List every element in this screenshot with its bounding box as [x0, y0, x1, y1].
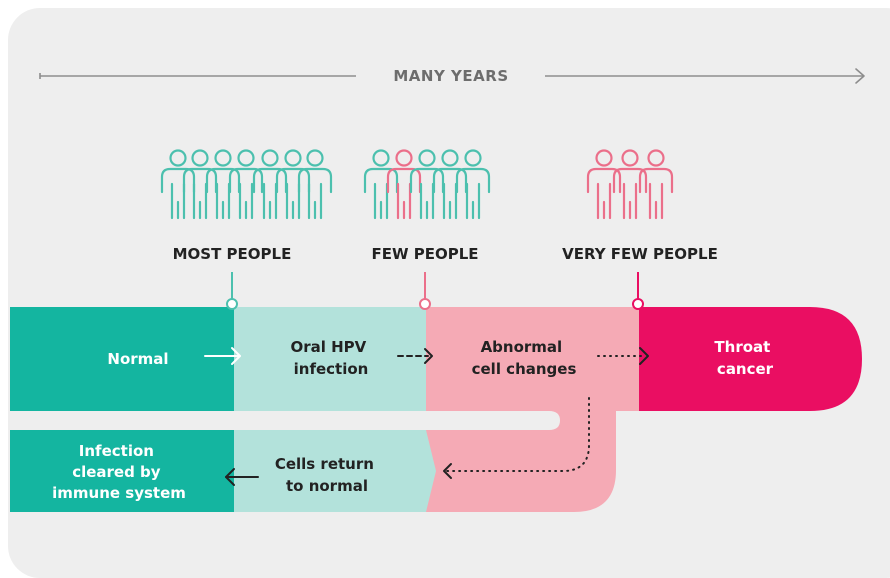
stage-normal-label: Normal — [107, 350, 168, 368]
timeline-label: MANY YEARS — [393, 67, 508, 85]
stage-cancer-line-2: cancer — [717, 360, 774, 378]
return-block-notch — [426, 430, 436, 512]
row-separator — [10, 411, 560, 430]
arrow-left-icon — [225, 468, 259, 486]
dashed-arrow-right-icon — [397, 348, 433, 364]
timeline-arrow-icon — [855, 68, 865, 84]
stage-abnormal-line-2: cell changes — [472, 360, 577, 378]
group-label-few: FEW PEOPLE — [371, 245, 478, 263]
pin-very-few — [632, 272, 644, 310]
group-label-very-few: VERY FEW PEOPLE — [562, 245, 718, 263]
stage-cleared-line-2: cleared by — [72, 463, 161, 481]
stage-cancer-line-1: Throat — [714, 338, 770, 356]
stage-cleared-block — [10, 430, 234, 512]
stage-cleared-line-1: Infection — [79, 442, 154, 460]
stage-oral-hpv-label: Oral HPV infection — [290, 338, 371, 378]
dotted-arrow-right-icon — [597, 347, 649, 365]
dotted-return-arrow-icon — [443, 397, 590, 479]
stage-oral-hpv-line-2: infection — [294, 360, 369, 378]
pin-few — [419, 272, 431, 310]
stage-return-label: Cells return to normal — [275, 455, 379, 495]
stage-cleared-line-3: immune system — [52, 484, 186, 502]
pin-most — [226, 272, 238, 310]
stage-abnormal-label: Abnormal cell changes — [472, 338, 577, 378]
group-label-most: MOST PEOPLE — [173, 245, 292, 263]
stage-oral-hpv-block — [234, 307, 426, 411]
timeline: MANY YEARS — [39, 67, 865, 85]
stage-abnormal-line-1: Abnormal — [481, 338, 563, 356]
stage-abnormal-block — [426, 307, 639, 512]
stage-oral-hpv-line-1: Oral HPV — [290, 338, 366, 356]
arrow-right-icon — [204, 347, 241, 365]
stage-return-line-1: Cells return — [275, 455, 374, 473]
stage-cleared-label: Infection cleared by immune system — [52, 442, 186, 502]
stage-return-line-2: to normal — [286, 477, 368, 495]
stage-cancer-label: Throat cancer — [714, 338, 775, 378]
stage-cancer-block — [639, 307, 862, 411]
stage-return-block — [234, 430, 426, 512]
stage-normal-block — [10, 307, 234, 411]
